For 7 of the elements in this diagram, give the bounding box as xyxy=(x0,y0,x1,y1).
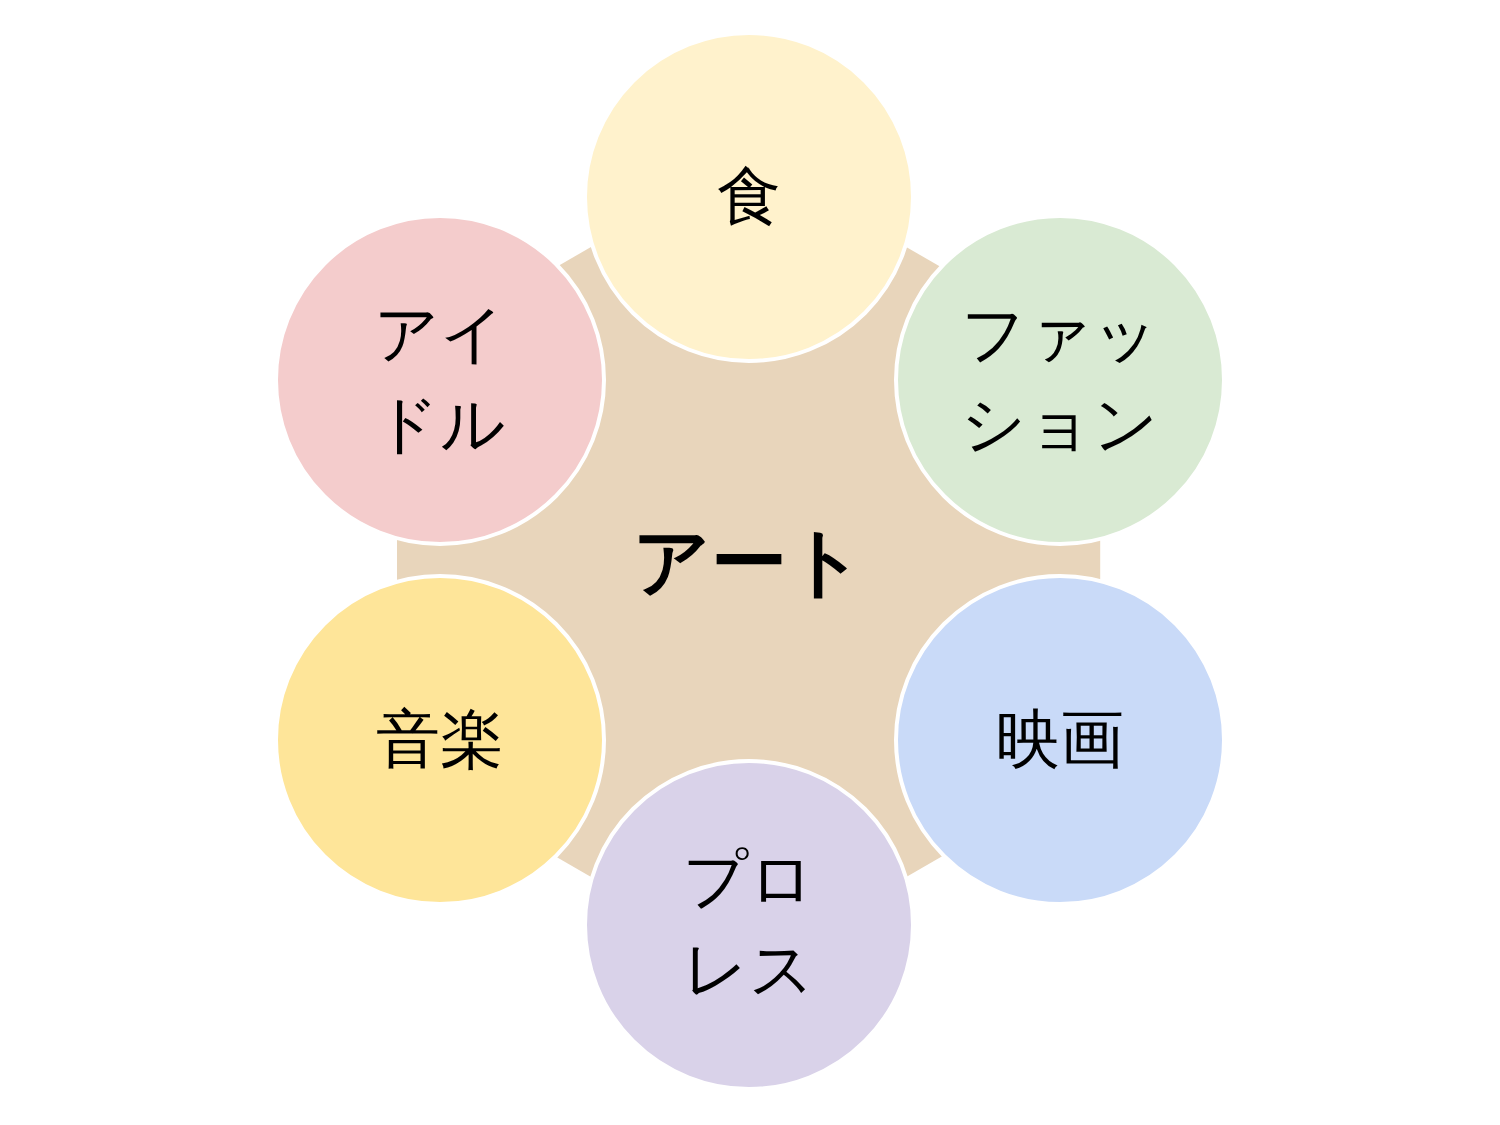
circle-label: 食 xyxy=(717,158,781,236)
circle-label: 映画 xyxy=(996,701,1124,779)
circle-label: アイドル xyxy=(373,296,507,463)
circle-label: 音楽 xyxy=(376,701,504,779)
circle-label: プロレス xyxy=(682,841,816,1008)
center-label: アート xyxy=(633,515,865,608)
circle-label: ファッション xyxy=(960,296,1160,463)
